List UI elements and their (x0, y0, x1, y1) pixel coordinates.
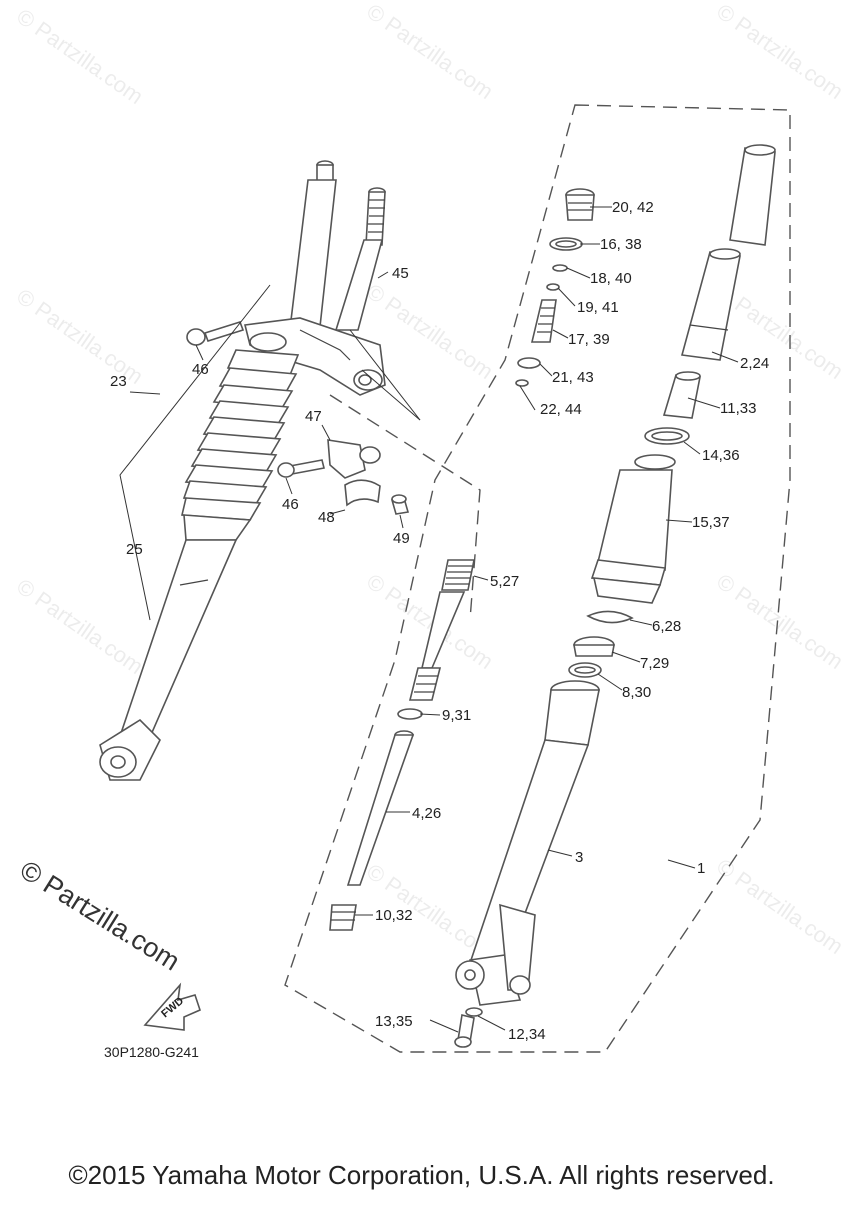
callout-13-35: 13,35 (375, 1013, 413, 1030)
callout-46-upper: 46 (192, 361, 209, 378)
assembly-boundary-dashed (284, 104, 791, 1053)
callout-22-44: 22, 44 (540, 401, 582, 418)
callout-12-34: 12,34 (508, 1026, 546, 1043)
assembled-fork (99, 160, 386, 781)
clamp-parts (277, 439, 410, 515)
callout-47: 47 (305, 408, 322, 425)
callout-19-41: 19, 41 (577, 299, 619, 316)
watermark-text: © Partzilla.com (12, 574, 148, 680)
watermark-text: © Partzilla.com (712, 854, 843, 960)
callout-4-26: 4,26 (412, 805, 441, 822)
callout-20-42: 20, 42 (612, 199, 654, 216)
partzilla-logo-text: © Partzilla.com (15, 855, 185, 977)
callout-5-27: 5,27 (490, 573, 519, 590)
callout-7-29: 7,29 (640, 655, 669, 672)
callout-46-lower: 46 (282, 496, 299, 513)
callout-6-28: 6,28 (652, 618, 681, 635)
watermark-text: © Partzilla.com (362, 0, 498, 104)
callout-25: 25 (126, 541, 143, 558)
callout-17-39: 17, 39 (568, 331, 610, 348)
clamp-connection-dashed (329, 394, 481, 621)
leader-lines (119, 206, 739, 1033)
callout-14-36: 14,36 (702, 447, 740, 464)
callout-18-40: 18, 40 (590, 270, 632, 287)
fwd-arrow-icon: FWD (143, 982, 201, 1031)
callout-21-43: 21, 43 (552, 369, 594, 386)
callout-23: 23 (110, 373, 127, 390)
callout-15-37: 15,37 (692, 514, 730, 531)
fork-boot (181, 349, 300, 521)
callout-49: 49 (393, 530, 410, 547)
callout-11-33: 11,33 (720, 400, 756, 417)
callout-2-24: 2,24 (740, 355, 769, 372)
watermark-text: © Partzilla.com (12, 4, 148, 110)
callout-1: 1 (697, 860, 705, 877)
copyright-notice: ©2015 Yamaha Motor Corporation, U.S.A. A… (68, 1160, 775, 1190)
diagram-code: 30P1280-G241 (104, 1044, 199, 1060)
callout-3: 3 (575, 849, 583, 866)
callout-45: 45 (392, 265, 409, 282)
callout-10-32: 10,32 (375, 907, 413, 924)
callout-8-30: 8,30 (622, 684, 651, 701)
watermark-text: © Partzilla.com (712, 0, 843, 104)
callout-9-31: 9,31 (442, 707, 471, 724)
watermark-text: © Partzilla.com (12, 284, 148, 390)
callout-16-38: 16, 38 (600, 236, 642, 253)
callout-48: 48 (318, 509, 335, 526)
callout-labels: 20, 42 16, 38 18, 40 19, 41 17, 39 21, 4… (110, 199, 769, 1043)
